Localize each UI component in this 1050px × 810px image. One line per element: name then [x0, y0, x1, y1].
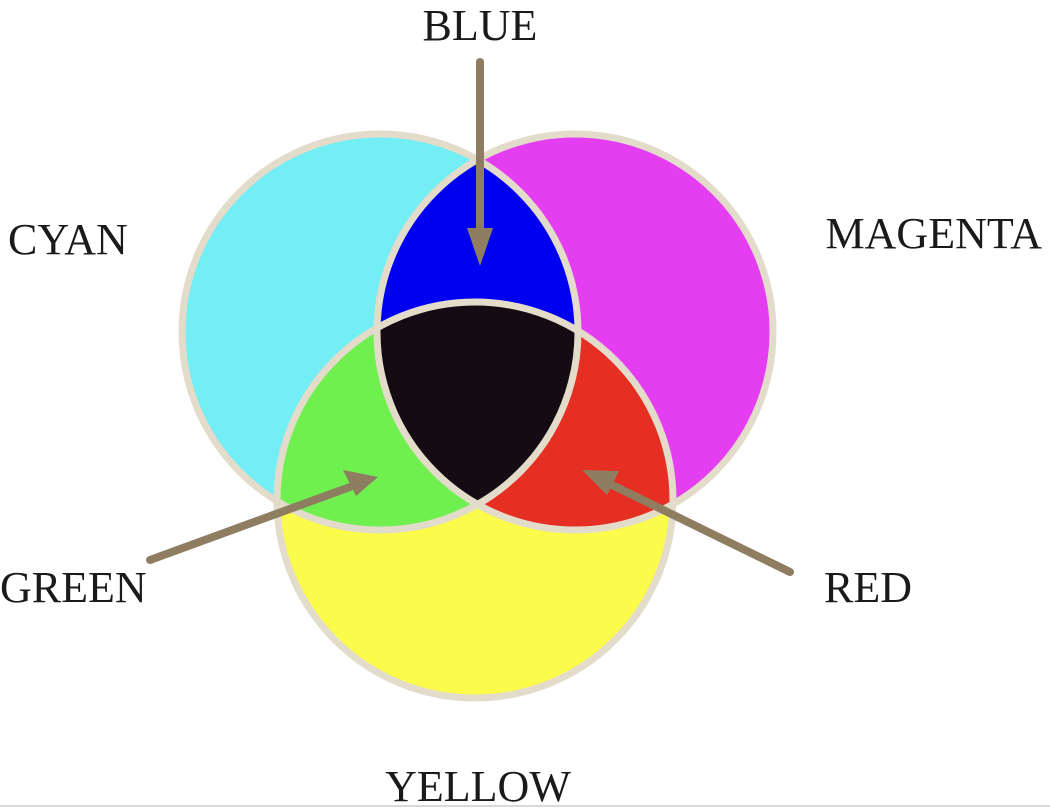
label-red: RED: [824, 563, 912, 612]
label-cyan: CYAN: [8, 215, 128, 264]
magenta-outline: [373, 130, 777, 534]
blue-arrow: [467, 58, 493, 266]
label-green: GREEN: [0, 563, 147, 612]
label-magenta: MAGENTA: [826, 209, 1043, 258]
red-arrow: [582, 470, 794, 576]
label-blue: BLUE: [423, 1, 538, 50]
bottom-divider: [0, 805, 1050, 807]
green-arrow: [146, 470, 378, 564]
label-yellow: YELLOW: [385, 762, 571, 810]
yellow-outline: [273, 298, 677, 702]
